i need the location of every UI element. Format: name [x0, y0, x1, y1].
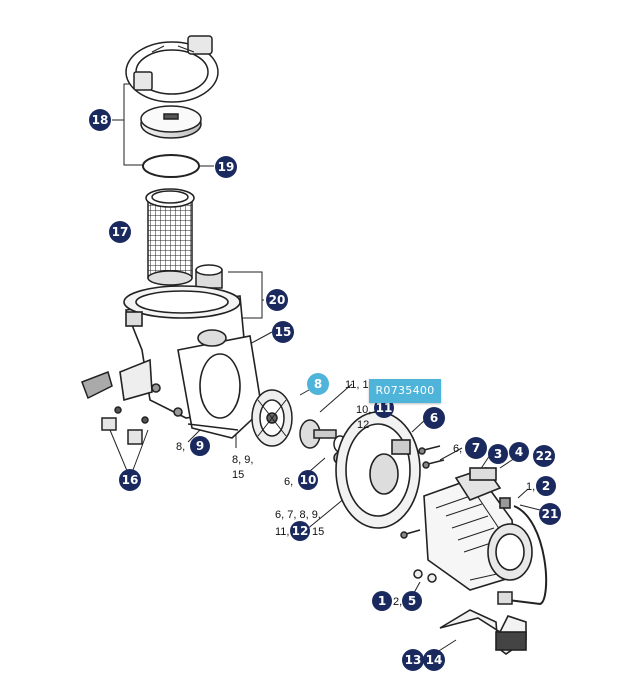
label-6-before-10: 6, [284, 476, 293, 488]
lid-cover [140, 105, 202, 139]
power-cord [507, 505, 548, 606]
callout-3: 3 [488, 444, 508, 464]
svg-text:10: 10 [300, 473, 317, 487]
svg-text:19: 19 [218, 160, 235, 174]
svg-text:18: 18 [92, 113, 109, 127]
svg-text:13: 13 [405, 653, 422, 667]
callout-20: 20 [266, 289, 288, 311]
svg-text:9: 9 [196, 439, 204, 453]
leader-lines [109, 83, 549, 655]
callout-17: 17 [109, 221, 131, 243]
label-15-after-12: 15 [312, 526, 324, 538]
svg-text:21: 21 [542, 507, 559, 521]
callout-11: 11 [374, 398, 394, 418]
part-number-tooltip: R0735400 [369, 379, 441, 403]
drain-plugs [81, 371, 149, 445]
callout-13: 13 [402, 649, 424, 671]
lid-ring [125, 35, 219, 103]
motor-foot [439, 609, 527, 655]
svg-text:1: 1 [378, 594, 386, 608]
callout-2: 2 [536, 476, 556, 496]
callout-16: 16 [119, 469, 141, 491]
label-15: 15 [232, 469, 244, 481]
callout-6: 6 [423, 407, 445, 429]
callout-10: 10 [298, 470, 318, 490]
svg-text:5: 5 [408, 594, 416, 608]
callout-19: 19 [215, 156, 237, 178]
label-11-12: 11, 12 [345, 379, 375, 391]
callout-15: 15 [272, 321, 294, 343]
callout-8-highlighted[interactable]: 8 [307, 373, 329, 395]
callout-21: 21 [539, 503, 561, 525]
callout-9: 9 [190, 436, 210, 456]
svg-text:15: 15 [275, 325, 292, 339]
callout-1: 1 [372, 591, 392, 611]
power-plug [497, 591, 513, 605]
seal-plate [335, 411, 421, 529]
callout-4: 4 [509, 442, 529, 462]
text-labels: 11, 12 10, 12 6, 1, 8, 8, 9, 15 6, 6, 7,… [176, 379, 535, 608]
callout-14: 14 [423, 649, 445, 671]
impeller [251, 389, 293, 447]
callout-5: 5 [402, 591, 422, 611]
label-6-7-8-9: 6, 7, 8, 9, [275, 509, 321, 521]
label-12: 12 [357, 419, 369, 431]
assembly-bolts [400, 445, 445, 583]
svg-text:11: 11 [376, 401, 393, 415]
label-10: 10, [356, 404, 371, 416]
label-6-before-7: 6, [453, 443, 462, 455]
svg-text:17: 17 [112, 225, 129, 239]
svg-text:8: 8 [314, 377, 322, 391]
strainer-basket [145, 188, 195, 286]
callout-22: 22 [533, 445, 555, 467]
label-11: 11, [275, 526, 289, 538]
part-callouts: 18 19 17 20 15 11 6 7 3 4 22 2 21 9 10 1… [89, 109, 561, 671]
svg-text:14: 14 [426, 653, 443, 667]
svg-text:6: 6 [430, 411, 438, 425]
label-2-before-5: 2, [393, 596, 402, 608]
svg-text:2: 2 [542, 479, 550, 493]
svg-text:4: 4 [515, 445, 523, 459]
volute-face [177, 329, 263, 439]
svg-text:3: 3 [494, 447, 502, 461]
callout-18: 18 [89, 109, 111, 131]
lid-o-ring [142, 154, 200, 178]
svg-text:16: 16 [122, 473, 139, 487]
label-1-before-2: 1, [526, 481, 535, 493]
svg-text:7: 7 [472, 441, 480, 455]
label-8-9: 8, 9, [232, 454, 253, 466]
callout-7: 7 [465, 437, 487, 459]
label-8-before-9: 8, [176, 441, 185, 453]
svg-text:20: 20 [269, 293, 286, 307]
callout-12: 12 [290, 521, 310, 541]
svg-text:12: 12 [292, 524, 309, 538]
svg-text:22: 22 [536, 449, 553, 463]
motor [423, 467, 533, 591]
